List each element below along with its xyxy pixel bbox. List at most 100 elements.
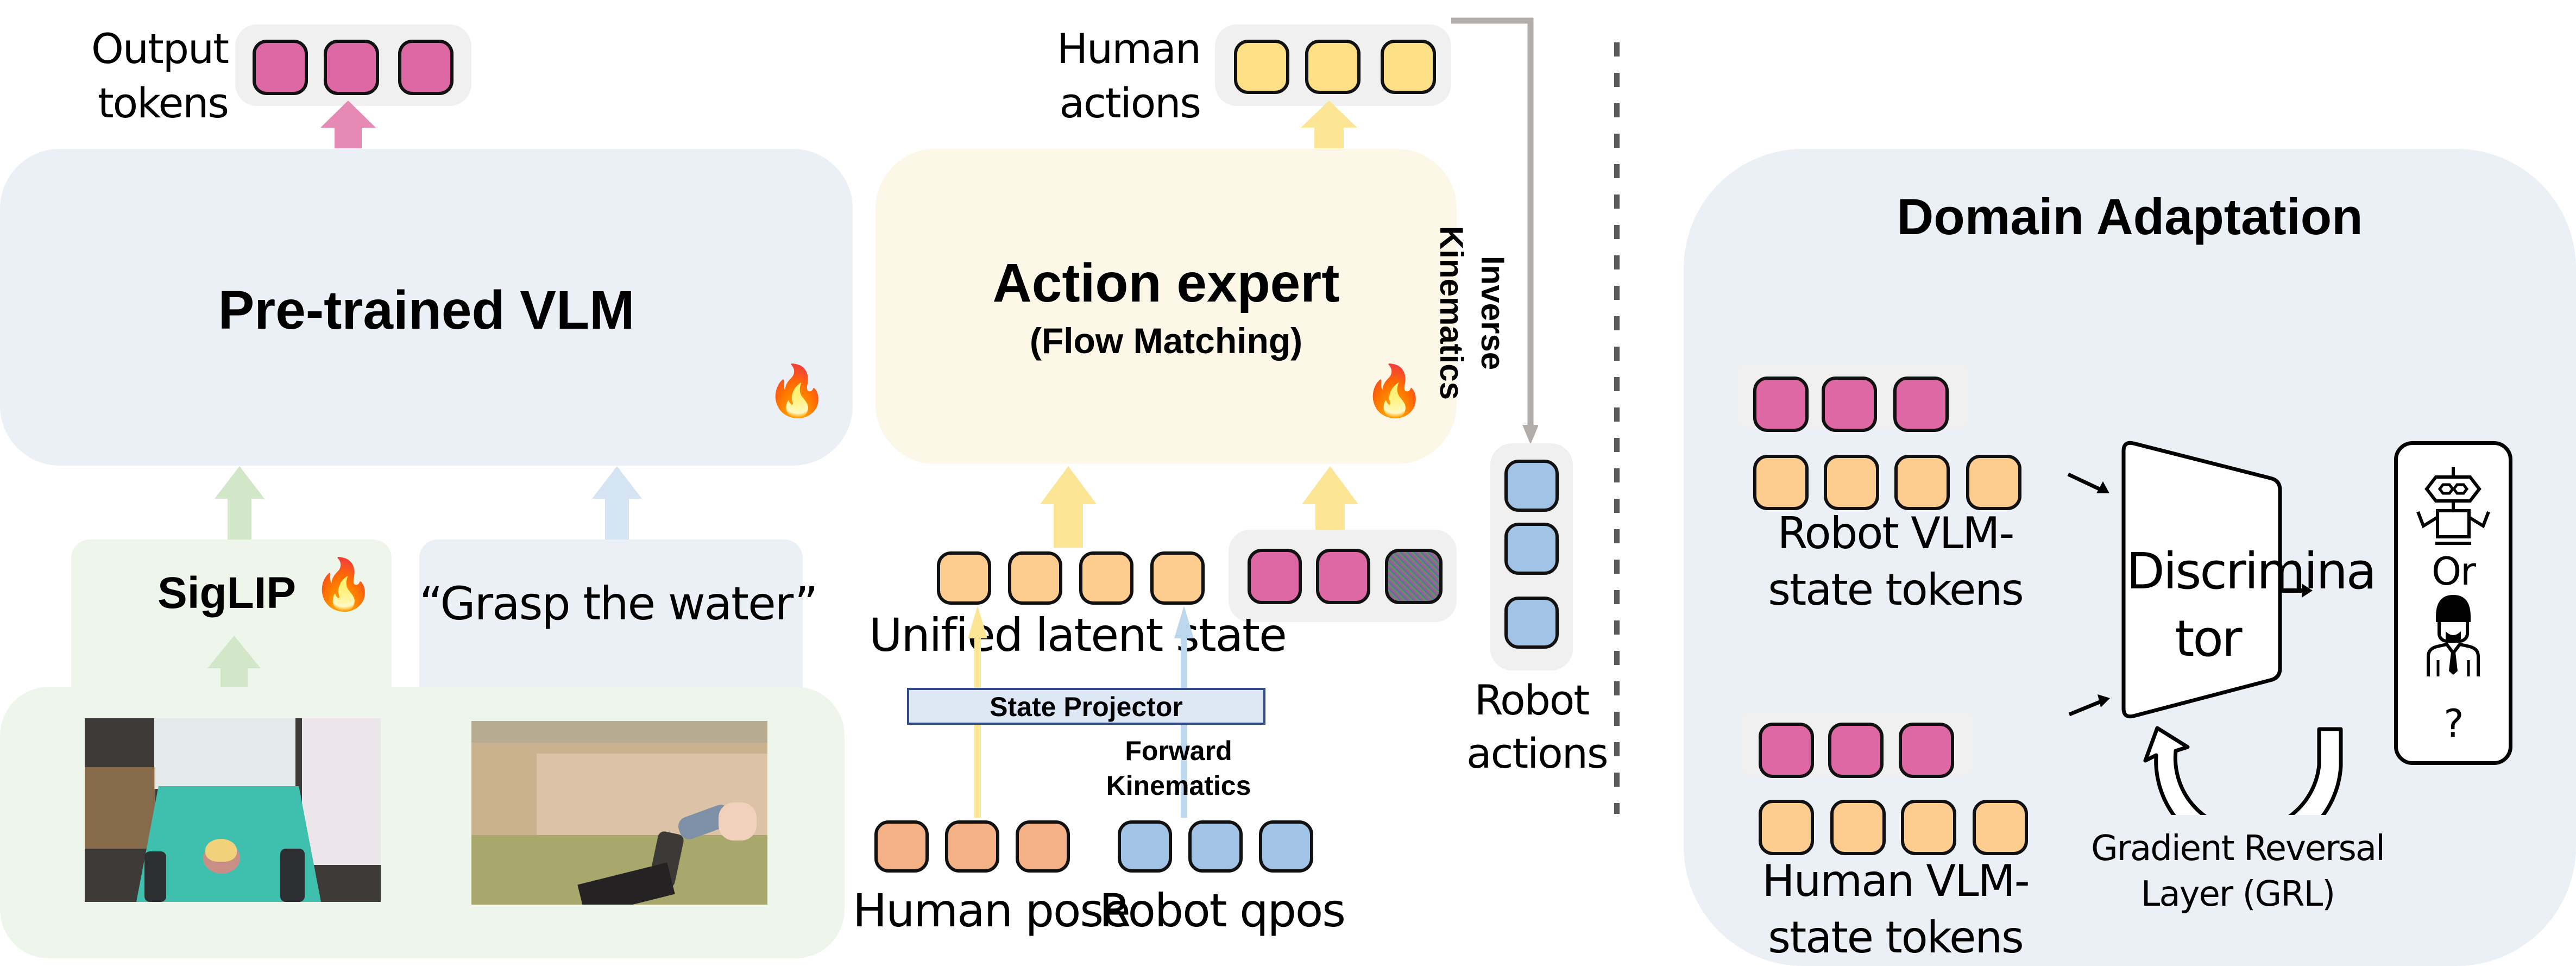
vlm-context-token xyxy=(1248,549,1302,604)
human-action-token xyxy=(1305,40,1361,94)
human-input-arrow xyxy=(2068,694,2110,717)
human-actions-label-line1: Human xyxy=(1056,24,1201,73)
discriminator-shape xyxy=(2121,441,2282,719)
forward-kinematics-line2: Kinematics xyxy=(1106,770,1251,801)
state-projector-label: State Projector xyxy=(990,692,1183,722)
discriminator-label: Discrimina tor xyxy=(2126,538,2377,673)
photo-hand xyxy=(719,802,757,840)
grl-label-line2: Layer (GRL) xyxy=(2140,874,2335,914)
human-action-token xyxy=(1234,40,1289,94)
robot-action-token xyxy=(1504,460,1559,512)
human-state-token xyxy=(1973,800,2028,855)
inverse-kinematics-label: Inverse Kinematics xyxy=(1431,199,1513,427)
forward-kinematics-label: Forward Kinematics xyxy=(1097,733,1260,803)
siglip-to-vlm-arrow xyxy=(215,466,264,540)
gradient-reversal-layer-label: Gradient Reversal Layer (GRL) xyxy=(2075,826,2401,917)
unified-state-token xyxy=(1079,551,1133,605)
action-expert-subtitle: (Flow Matching) xyxy=(1029,321,1303,361)
human-actions-label: Human actions xyxy=(1048,22,1201,130)
vlm-kv-to-action-expert-arrow xyxy=(1302,466,1358,548)
photo-wall xyxy=(302,718,381,865)
pre-trained-vlm-panel: Pre-trained VLM 🔥 xyxy=(0,149,853,466)
human-vlm-token xyxy=(1759,723,1814,778)
inverse-kinematics-line1: Inverse xyxy=(1475,255,1511,371)
unified-state-token xyxy=(1150,551,1205,605)
robot-actions-label: Robot actions xyxy=(1466,674,1609,780)
robot-qpos-token xyxy=(1118,820,1172,873)
fire-icon: 🔥 xyxy=(1363,363,1426,419)
output-token xyxy=(253,40,308,95)
discriminator-label-line1: Discrimina xyxy=(2126,542,2377,600)
photo-robot-hand-right xyxy=(280,849,305,902)
robot-icon xyxy=(2416,467,2490,545)
robot-qpos-token xyxy=(1259,820,1313,873)
robot-qpos-label: Robot qpos xyxy=(1099,884,1346,937)
inverse-kinematics-connector xyxy=(1451,17,1538,444)
human-pose-token xyxy=(874,820,929,873)
vlm-context-token xyxy=(1316,549,1370,604)
output-tokens-label-line1: Output xyxy=(91,24,229,73)
robot-vlm-token xyxy=(1893,377,1949,432)
instruction-box xyxy=(419,540,803,708)
photo-shelf xyxy=(471,721,767,743)
output-token xyxy=(398,40,454,95)
or-label: Or xyxy=(2432,549,2476,594)
grl-label-line1: Gradient Reversal xyxy=(2091,829,2385,869)
question-mark-label: ? xyxy=(2443,701,2464,746)
human-vlm-token xyxy=(1899,723,1954,778)
section-divider xyxy=(1614,42,1620,814)
robot-vlm-token xyxy=(1753,377,1809,432)
state-to-action-expert-arrow xyxy=(1040,466,1097,548)
pre-trained-vlm-title: Pre-trained VLM xyxy=(218,280,635,341)
robot-action-token xyxy=(1504,597,1559,649)
action-expert-title: Action expert xyxy=(992,253,1340,313)
photo-desk xyxy=(85,767,155,849)
noise-token xyxy=(1385,549,1443,604)
unified-latent-state-label: Unified latent state xyxy=(869,609,1287,662)
discriminator-output-arrow xyxy=(2281,584,2313,598)
robot-actions-label-line1: Robot xyxy=(1474,676,1590,724)
discriminator-diagram xyxy=(2067,441,2343,815)
human-state-token xyxy=(1759,800,1814,855)
instruction-to-vlm-arrow xyxy=(592,466,642,540)
human-pose-label: Human pose xyxy=(853,884,1131,937)
robot-actions-label-line2: actions xyxy=(1466,729,1609,777)
output-tokens-label-line2: tokens xyxy=(97,79,229,127)
output-token xyxy=(324,40,379,95)
unified-state-token xyxy=(937,551,991,605)
robot-workspace-photo xyxy=(85,718,381,902)
photo-robot-hand-left xyxy=(144,851,166,902)
robot-tokens-label-line1: Robot VLM- xyxy=(1777,508,2015,559)
siglip-label: SigLIP xyxy=(158,568,297,618)
vlm-output-arrow xyxy=(320,101,376,148)
human-egocentric-photo xyxy=(471,721,767,905)
robot-state-token xyxy=(1894,455,1950,510)
robot-input-arrow xyxy=(2067,472,2109,494)
instruction-text: “Grasp the water” xyxy=(419,577,818,630)
human-vlm-token xyxy=(1828,723,1884,778)
fire-icon: 🔥 xyxy=(312,557,375,612)
robot-vlm-state-tokens-label: Robot VLM- state tokens xyxy=(1738,505,2053,618)
photo-food xyxy=(205,839,237,862)
unified-state-token xyxy=(1008,551,1062,605)
robot-state-token xyxy=(1966,455,2021,510)
action-expert-output-arrow xyxy=(1301,101,1357,148)
discriminator-label-line2: tor xyxy=(2175,610,2242,668)
action-expert-panel: Action expert (Flow Matching) 🔥 xyxy=(876,149,1457,464)
human-tokens-label-line1: Human VLM- xyxy=(1762,856,2030,906)
human-tokens-label-line2: state tokens xyxy=(1768,912,2024,963)
robot-qpos-token xyxy=(1188,820,1243,873)
inverse-kinematics-line2: Kinematics xyxy=(1433,225,1470,400)
gradient-reversal-arrow xyxy=(2143,726,2343,815)
human-icon xyxy=(2427,595,2480,676)
human-state-token xyxy=(1901,800,1956,855)
fire-icon: 🔥 xyxy=(766,363,828,419)
forward-kinematics-line1: Forward xyxy=(1125,736,1232,766)
human-state-token xyxy=(1830,800,1886,855)
human-pose-token xyxy=(1016,820,1070,873)
output-tokens-label: Output tokens xyxy=(71,22,229,130)
human-action-token xyxy=(1381,40,1436,94)
robot-tokens-label-line2: state tokens xyxy=(1768,564,2024,615)
human-actions-label-line2: actions xyxy=(1059,79,1201,127)
robot-vlm-token xyxy=(1822,377,1877,432)
